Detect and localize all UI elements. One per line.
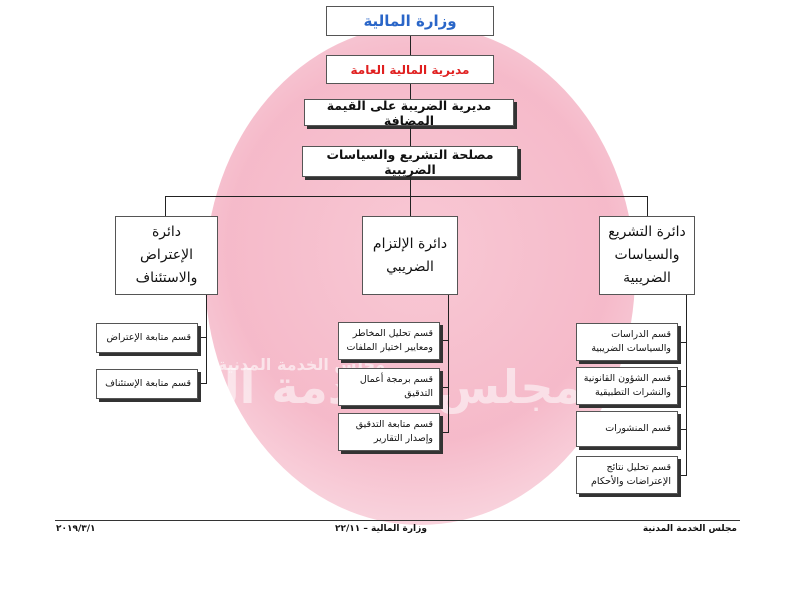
section-appeal-followup-label: قسم متابعة الإستئناف [105,378,191,389]
section-audit-programming-box: قسم برمجة أعمال التدقيق [338,368,440,406]
section-publications-box: قسم المنشورات [576,411,678,447]
dept-objection-label: دائرة الإعتراض والاستئناف [135,224,198,286]
connector-to-compliance [410,196,411,216]
connector-leg-sec1 [678,342,687,343]
connector-comp-sec2 [440,387,449,388]
section-studies-label: قسم الدراسات والسياسات الضريبية [591,329,671,354]
section-publications-label: قسم المنشورات [605,423,671,434]
tax-directorate-label: مديرية الضريبة على القيمة المضافة [326,97,492,128]
service-label: مصلحة التشريع والسياسات الضريبية [326,146,494,177]
dept-compliance-box: دائرة الإلتزام الضريبي [362,216,458,295]
connector-comp-sec3 [440,432,449,433]
connector-service-down [410,177,411,196]
section-objection-followup-label: قسم متابعة الإعتراض [106,332,191,343]
section-appeal-followup-box: قسم متابعة الإستئناف [96,369,198,399]
section-risk-label: قسم تحليل المخاطر ومعايير اختيار الملفات [346,328,434,353]
connector-compliance-spine [448,295,449,433]
connector-directorate-tax [410,84,411,99]
ministry-label: وزارة المالية [363,12,457,30]
section-studies-box: قسم الدراسات والسياسات الضريبية [576,323,678,361]
connector-tax-service [410,126,411,146]
footer-left-text: ٢٠١٩/٣/١ [56,524,96,534]
section-audit-followup-box: قسم متابعة التدقيق وإصدار التقارير [338,413,440,451]
directorate-label: مديرية المالية العامة [350,62,470,77]
section-risk-box: قسم تحليل المخاطر ومعايير اختيار الملفات [338,322,440,360]
dept-compliance-label: دائرة الإلتزام الضريبي [372,235,448,275]
connector-objection-spine [206,295,207,383]
connector-legislation-spine [686,295,687,475]
connector-to-objection [165,196,166,216]
connector-ministry-directorate [410,36,411,55]
dept-legislation-box: دائرة التشريع والسياسات الضريبية [599,216,695,295]
dept-legislation-label: دائرة التشريع والسياسات الضريبية [608,224,686,286]
section-legal-box: قسم الشؤون القانونية والنشرات التطبيقية [576,367,678,405]
section-legal-label: قسم الشؤون القانونية والنشرات التطبيقية [583,373,671,398]
connector-comp-sec1 [440,340,449,341]
section-analysis-box: قسم تحليل نتائج الإعتراضات والأحكام [576,456,678,494]
connector-branch-horizontal [165,196,648,197]
connector-leg-sec2 [678,386,687,387]
connector-leg-sec4 [678,475,687,476]
section-analysis-label: قسم تحليل نتائج الإعتراضات والأحكام [591,462,671,487]
section-audit-followup-label: قسم متابعة التدقيق وإصدار التقارير [355,419,433,444]
footer-right-text: مجلس الخدمة المدنية [642,524,737,534]
directorate-box: مديرية المالية العامة [326,55,494,84]
connector-to-legislation [647,196,648,216]
tax-directorate-box: مديرية الضريبة على القيمة المضافة [304,97,514,128]
footer-center-text: وزارة المالية – ٢٢/١١ [335,524,427,534]
section-audit-programming-label: قسم برمجة أعمال التدقيق [359,374,433,399]
service-box: مصلحة التشريع والسياسات الضريبية [302,146,518,177]
ministry-box: وزارة المالية [326,6,494,36]
connector-obj-sec1 [198,337,207,338]
section-objection-followup-box: قسم متابعة الإعتراض [96,323,198,353]
connector-leg-sec3 [678,429,687,430]
footer-rule [55,520,740,521]
connector-obj-sec2 [198,383,207,384]
dept-objection-box: دائرة الإعتراض والاستئناف [115,216,218,295]
